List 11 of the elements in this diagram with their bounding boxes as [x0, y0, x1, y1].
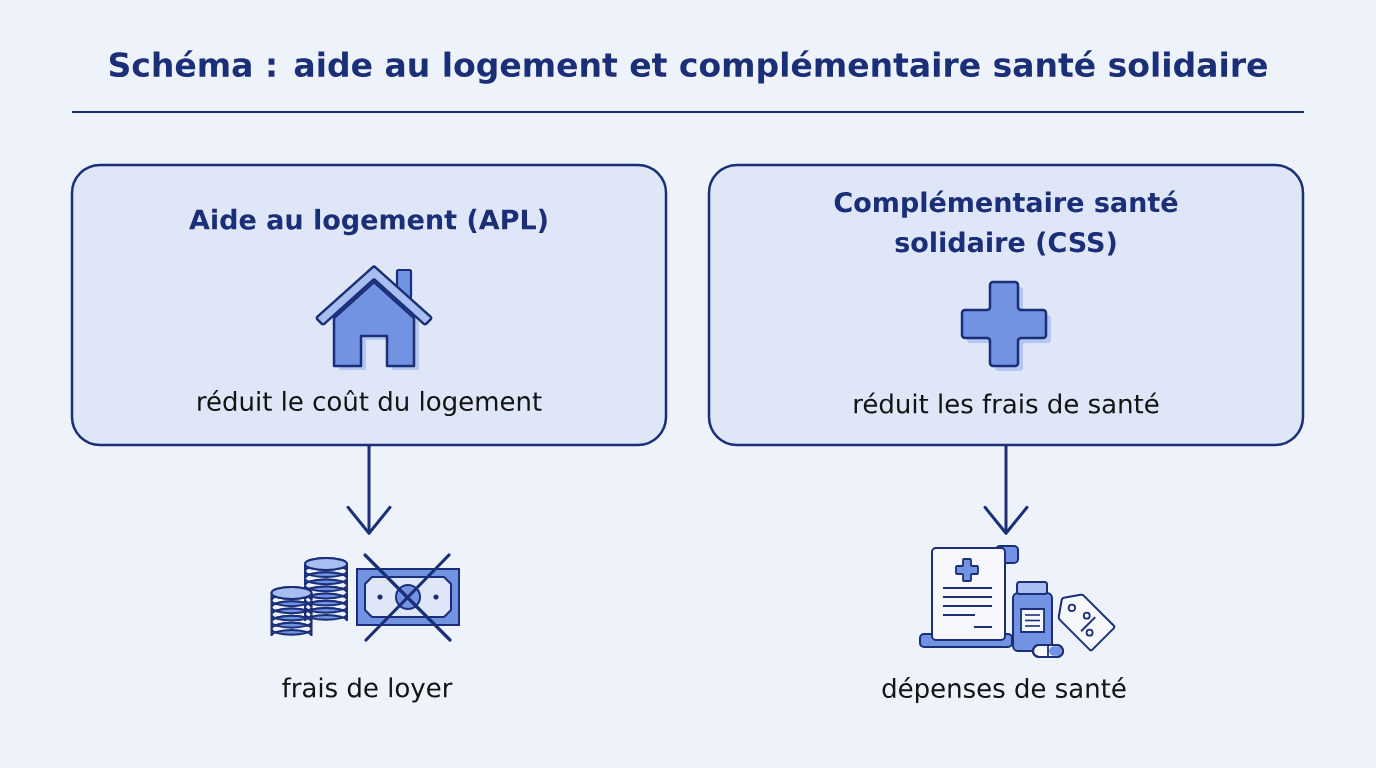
arrow — [983, 444, 1029, 535]
box-heading: Complémentaire santé solidaire (CSS) — [834, 190, 1178, 256]
arrow — [346, 444, 392, 535]
node-label: frais de loyer — [282, 677, 453, 703]
title: Schéma : aide au logement et complémentaire santé solidaire — [109, 50, 1267, 84]
node-label: dépenses de santé — [882, 676, 1126, 704]
box-text: réduit les frais de santé — [854, 392, 1159, 414]
box-text: réduit le coût du logement — [198, 389, 542, 417]
box-heading: Aide au logement (APL) — [189, 208, 547, 236]
info-box — [707, 163, 1305, 447]
info-box — [70, 163, 668, 447]
